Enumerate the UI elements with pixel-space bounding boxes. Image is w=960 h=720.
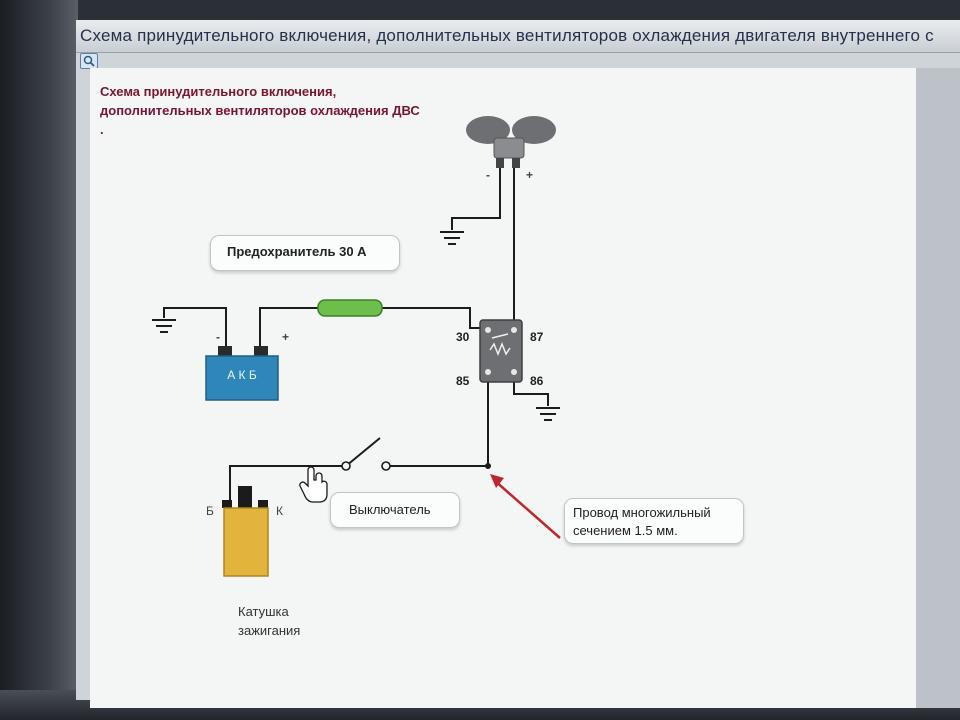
window-title: Схема принудительного включения, дополни… (80, 26, 934, 45)
battery-terminal-plus (254, 346, 268, 358)
switch-contact-left (341, 461, 351, 471)
ground-icon (440, 231, 464, 245)
switch-contact-right (381, 461, 391, 471)
wire-junction (485, 463, 491, 469)
fan-icon (466, 116, 556, 168)
battery-plus-label: + (282, 330, 290, 344)
battery-label: А К Б (227, 368, 257, 382)
coil-terminal (258, 500, 268, 508)
screen: Схема принудительного включения, дополни… (76, 20, 960, 708)
monitor-bezel-left (0, 0, 78, 720)
wiring-diagram (152, 116, 561, 577)
switch-label: Выключатель (330, 492, 460, 528)
ground-icon (152, 319, 176, 333)
battery (205, 355, 279, 401)
fan-plus-label: + (526, 168, 534, 182)
diagram-heading: Схема принудительного включения, дополни… (100, 84, 420, 137)
relay-icon (479, 319, 523, 383)
fuse-label: Предохранитель 30 А (210, 235, 400, 271)
relay-pin-30: 30 (456, 330, 470, 344)
fuse (317, 299, 383, 317)
coil-terminal (238, 486, 252, 508)
coil-b-label: Б (206, 504, 214, 518)
fan-minus-label: - (486, 168, 490, 182)
ignition-coil (223, 507, 269, 577)
view-icon[interactable] (80, 53, 98, 69)
ground-icon (536, 407, 560, 421)
coil-label: Катушка зажигания (238, 604, 301, 638)
arrow-icon (490, 474, 561, 539)
relay-pin-85: 85 (456, 374, 470, 388)
battery-minus-label: - (216, 330, 220, 344)
battery-terminal-minus (218, 346, 232, 358)
relay-pin-86: 86 (530, 374, 544, 388)
hand-cursor-icon (299, 466, 328, 503)
diagram-canvas: Схема принудительного включения, дополни… (90, 68, 916, 708)
coil-k-label: К (276, 504, 283, 518)
window-titlebar: Схема принудительного включения, дополни… (76, 20, 960, 53)
coil-terminal (222, 500, 232, 508)
relay-pin-87: 87 (530, 330, 544, 344)
side-panel (916, 68, 960, 708)
wire-note: Провод многожильный сечением 1.5 мм. (564, 498, 744, 544)
